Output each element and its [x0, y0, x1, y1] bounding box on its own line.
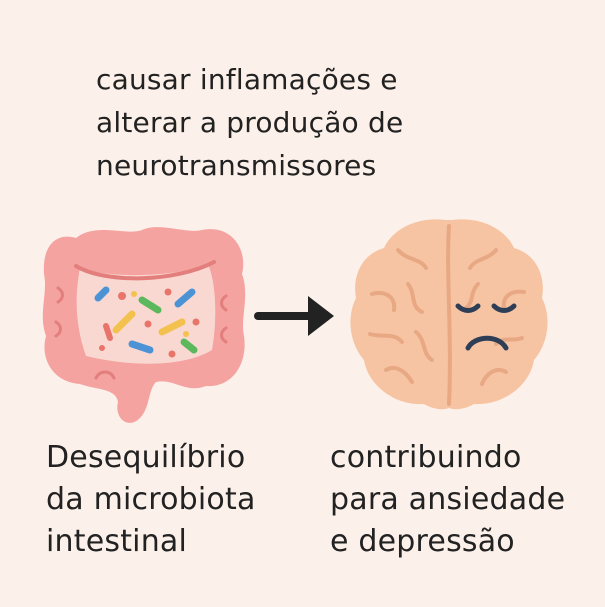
left-caption-line-2: da microbiota — [46, 482, 256, 517]
top-caption-line-2: alterar a produção de — [96, 106, 404, 139]
top-caption-line-3: neurotransmissores — [96, 149, 377, 182]
right-caption: contribuindo para ansiedade e depressão — [330, 437, 565, 563]
intestine-icon — [42, 227, 246, 423]
right-caption-line-3: e depressão — [330, 524, 515, 559]
right-caption-line-2: para ansiedade — [330, 482, 566, 517]
arrow-right-icon — [254, 296, 334, 336]
left-caption: Desequilíbrio da microbiota intestinal — [46, 437, 256, 563]
left-caption-line-1: Desequilíbrio — [46, 440, 246, 475]
sad-brain-icon — [350, 219, 548, 410]
top-caption-line-1: causar inflamações e — [96, 63, 398, 96]
top-caption: causar inflamações e alterar a produção … — [96, 58, 516, 187]
left-caption-line-3: intestinal — [46, 524, 188, 559]
right-caption-line-1: contribuindo — [330, 440, 522, 475]
